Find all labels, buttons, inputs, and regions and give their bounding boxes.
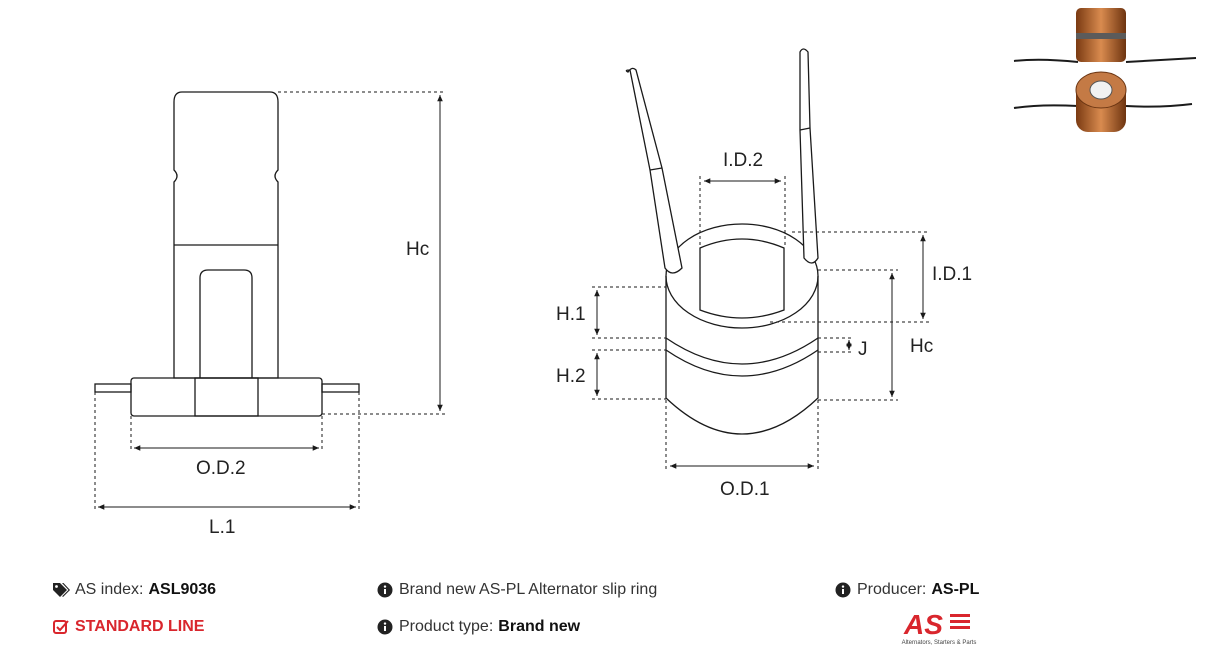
side-view-dimensions — [94, 91, 446, 512]
product-type: Product type: Brand new — [376, 618, 580, 636]
label-l1: L.1 — [209, 517, 235, 538]
description-text: Brand new AS-PL Alternator slip ring — [399, 581, 658, 598]
label-od2: O.D.2 — [196, 458, 246, 479]
right-lead — [799, 48, 819, 264]
as-index: AS index: ASL9036 — [52, 581, 216, 599]
side-view — [94, 91, 360, 417]
tags-icon — [52, 581, 70, 599]
ring-body — [665, 276, 819, 435]
label-j: J — [858, 339, 868, 360]
label-hc-right: Hc — [910, 336, 933, 357]
label-id2: I.D.2 — [723, 150, 763, 171]
right-wire — [321, 383, 360, 393]
label-hc-left: Hc — [406, 239, 429, 260]
as-index-value: ASL9036 — [148, 581, 217, 598]
label-h1: H.1 — [556, 304, 586, 325]
product-type-value: Brand new — [498, 618, 581, 635]
producer-value: AS-PL — [931, 581, 980, 598]
description: Brand new AS-PL Alternator slip ring — [376, 581, 657, 599]
info-icon — [376, 581, 394, 599]
label-id1: I.D.1 — [932, 264, 972, 285]
product-type-label: Product type: — [399, 618, 494, 635]
technical-drawing: Hc O.D.2 L.1 I.D — [94, 8, 1197, 538]
left-lead — [625, 67, 683, 274]
as-index-label: AS index: — [75, 581, 144, 598]
standard-line-label: STANDARD LINE — [75, 618, 205, 635]
logo-text: AS — [903, 609, 943, 640]
logo-tagline: Alternators, Starters & Parts — [902, 640, 977, 646]
label-h2: H.2 — [556, 366, 586, 387]
producer-label: Producer: — [857, 581, 927, 598]
standard-line: STANDARD LINE — [52, 618, 204, 636]
slip-ring-body — [173, 91, 279, 379]
label-od1: O.D.1 — [720, 479, 770, 500]
producer: Producer: AS-PL — [834, 581, 979, 599]
product-photo — [1013, 8, 1197, 132]
perspective-view — [625, 48, 819, 435]
base-flange — [130, 377, 323, 417]
left-wire — [94, 383, 132, 393]
checkbox-icon — [52, 618, 70, 636]
info-icon — [376, 618, 394, 636]
info-icon — [834, 581, 852, 599]
as-pl-logo: AS Alternators, Starters & Parts — [902, 609, 977, 646]
ring-top — [665, 223, 819, 329]
perspective-dimensions — [592, 176, 930, 472]
inner-bore — [699, 238, 785, 319]
